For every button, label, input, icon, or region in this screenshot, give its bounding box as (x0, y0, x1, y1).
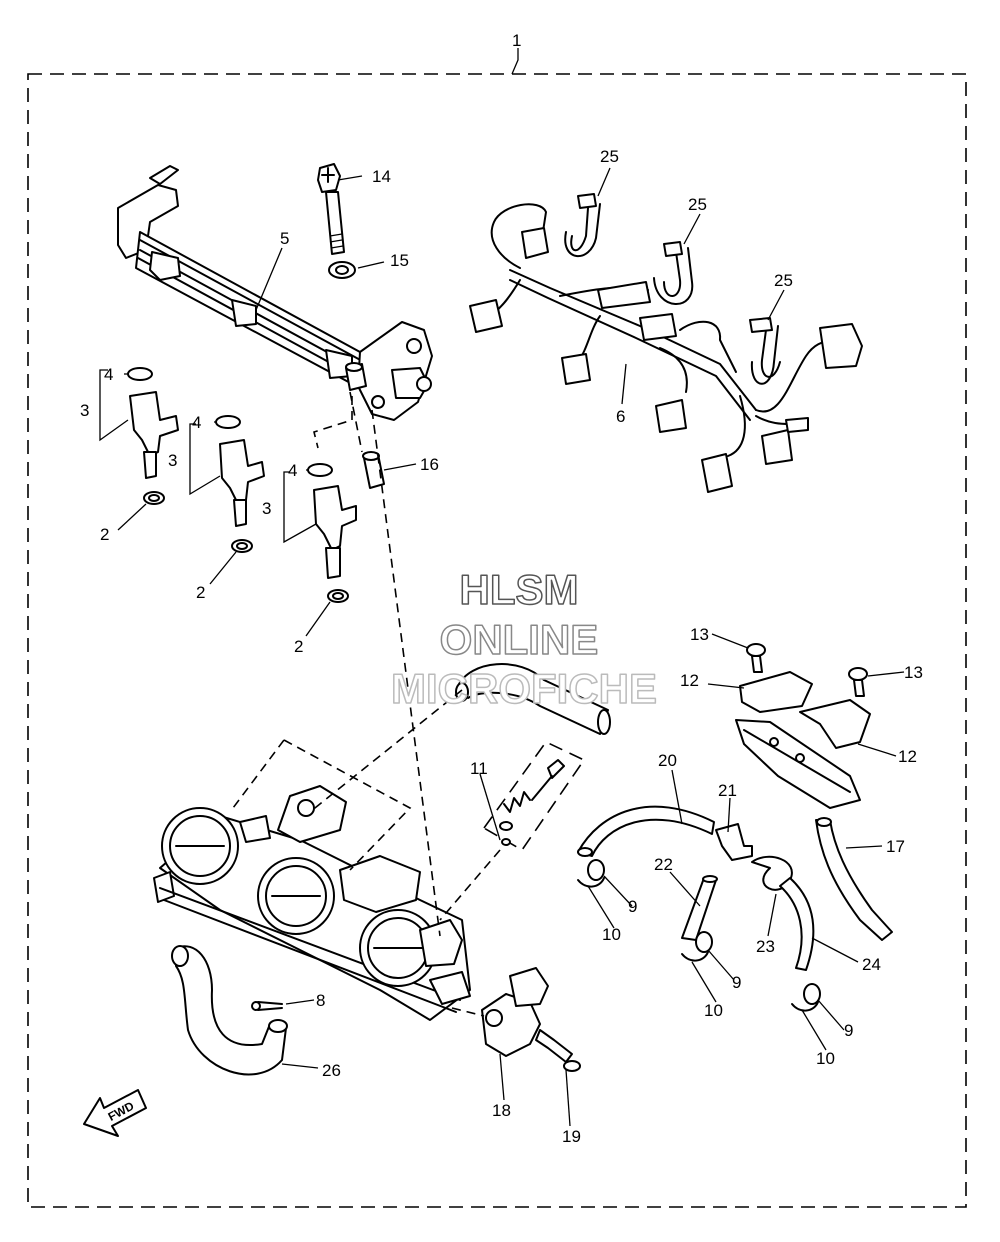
bolt-13a[interactable] (746, 643, 766, 673)
callout-leaders (117, 167, 905, 1127)
callout-2c: 2 (294, 637, 303, 656)
cap-9c[interactable] (803, 983, 821, 1005)
watermark-line-1: HLSM (460, 566, 579, 613)
bypass-screw-kit[interactable] (482, 740, 586, 852)
harness-clip-25a[interactable] (564, 193, 601, 257)
cap-9b[interactable] (695, 931, 713, 953)
callout-25c: 25 (774, 271, 793, 290)
injector-a[interactable] (127, 367, 179, 505)
callout-4a: 4 (104, 365, 113, 384)
wire-harness[interactable] (469, 203, 863, 493)
callout-25a: 25 (600, 147, 619, 166)
throttle-body-assembly[interactable] (153, 785, 471, 1021)
injector-b[interactable] (215, 415, 265, 553)
assembly-boundary (27, 73, 967, 1208)
callout-17: 17 (886, 837, 905, 856)
callout-24: 24 (862, 955, 881, 974)
clamp-8[interactable] (251, 1001, 283, 1011)
hose-26[interactable] (171, 945, 288, 1076)
callout-2b: 2 (196, 583, 205, 602)
watermark-line-2: ONLINE (440, 616, 599, 663)
callout-22: 22 (654, 855, 673, 874)
callout-15: 15 (390, 251, 409, 270)
callout-12b: 12 (898, 747, 917, 766)
clip-10a[interactable] (577, 877, 605, 888)
washer-15[interactable] (328, 261, 356, 279)
cap-9a[interactable] (587, 859, 605, 881)
bolt-14[interactable] (317, 163, 345, 255)
assembly-reference-lines (229, 391, 501, 1017)
callout-21: 21 (718, 781, 737, 800)
callout-5: 5 (280, 229, 289, 248)
callout-13b: 13 (904, 663, 923, 682)
callout-4c: 4 (288, 461, 297, 480)
clip-10c[interactable] (791, 1001, 819, 1012)
harness-clip-25c[interactable] (749, 317, 781, 385)
callout-9c: 9 (844, 1021, 853, 1040)
screw-19[interactable] (535, 1029, 581, 1072)
callout-25b: 25 (688, 195, 707, 214)
callout-13a: 13 (690, 625, 709, 644)
harness-clip-25b[interactable] (653, 241, 694, 305)
bolt-13b[interactable] (848, 667, 868, 697)
rail-collar (345, 362, 367, 391)
callout-12a: 12 (680, 671, 699, 690)
clip-10b[interactable] (681, 951, 709, 962)
mounting-bracket[interactable] (735, 671, 871, 809)
fuel-rail[interactable] (117, 165, 433, 421)
throttle-position-sensor[interactable] (481, 967, 549, 1057)
hose-22[interactable] (681, 875, 718, 941)
callout-16: 16 (420, 455, 439, 474)
hose-20[interactable] (577, 805, 715, 857)
watermark-line-3: MICROFICHE (391, 665, 657, 712)
callout-9b: 9 (732, 973, 741, 992)
callout-9a: 9 (628, 897, 637, 916)
callout-2a: 2 (100, 525, 109, 544)
callout-3b: 3 (168, 451, 177, 470)
callout-23: 23 (756, 937, 775, 956)
callout-3c: 3 (262, 499, 271, 518)
joint-21[interactable] (715, 823, 753, 861)
callout-leader-1 (511, 48, 519, 75)
callout-labels: 1 14 5 15 4 3 4 3 4 16 3 2 2 2 25 25 25 … (80, 31, 923, 1146)
fwd-arrow-icon: FWD (83, 1089, 147, 1137)
callout-18: 18 (492, 1101, 511, 1120)
callout-11: 11 (470, 759, 488, 778)
spacer-16[interactable] (362, 451, 385, 489)
callout-10c: 10 (816, 1049, 835, 1068)
callout-1: 1 (512, 31, 521, 50)
callout-6: 6 (616, 407, 625, 426)
hose-7[interactable] (455, 663, 611, 735)
watermark: HLSM ONLINE MICROFICHE (390, 565, 658, 713)
callout-4b: 4 (192, 413, 201, 432)
injector-c[interactable] (307, 463, 357, 603)
callout-26: 26 (322, 1061, 341, 1080)
hose-17[interactable] (815, 817, 893, 941)
callout-8: 8 (316, 991, 325, 1010)
hose-24[interactable] (779, 877, 815, 971)
callout-10a: 10 (602, 925, 621, 944)
callout-19: 19 (562, 1127, 581, 1146)
callout-10b: 10 (704, 1001, 723, 1020)
callout-3a: 3 (80, 401, 89, 420)
callout-20: 20 (658, 751, 677, 770)
callout-14: 14 (372, 167, 391, 186)
